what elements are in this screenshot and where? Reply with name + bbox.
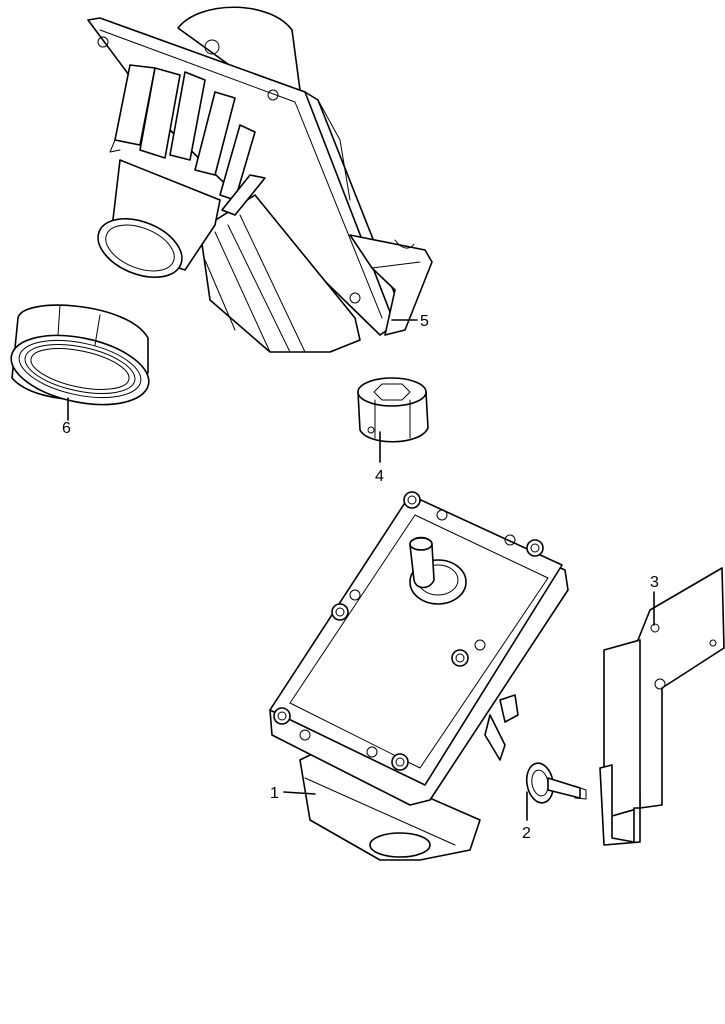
callout-label-4: 4 xyxy=(375,468,384,485)
blower-housing-part-5[interactable] xyxy=(87,6,433,353)
callout-3: 3 xyxy=(650,574,659,626)
callout-label-6: 6 xyxy=(62,420,71,437)
callout-label-1: 1 xyxy=(270,785,279,802)
grommet-part-2[interactable] xyxy=(524,761,587,805)
callout-5: 5 xyxy=(391,313,429,330)
callout-label-5: 5 xyxy=(420,313,429,330)
coupling-part-4[interactable] xyxy=(357,377,429,443)
callout-2: 2 xyxy=(522,791,531,842)
callout-label-2: 2 xyxy=(522,825,531,842)
bracket-part-3[interactable] xyxy=(599,567,725,846)
callout-label-3: 3 xyxy=(650,574,659,591)
callout-1: 1 xyxy=(270,785,316,802)
callout-4: 4 xyxy=(375,431,384,485)
callout-6: 6 xyxy=(62,397,71,437)
threaded-nut-part-6[interactable] xyxy=(5,304,155,416)
gear-motor-part-1[interactable] xyxy=(269,491,569,861)
